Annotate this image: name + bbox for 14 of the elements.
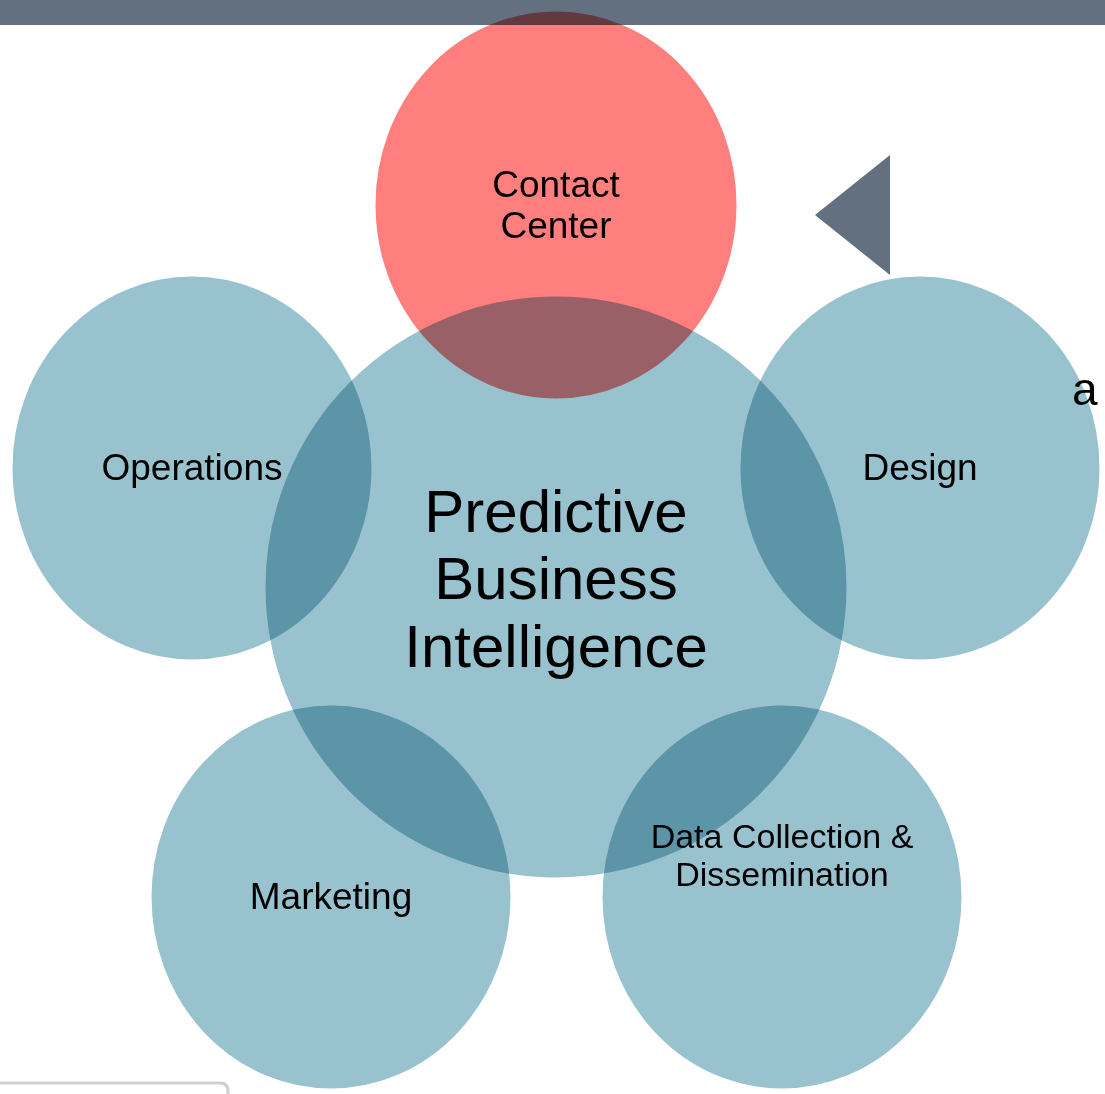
pointer-triangle [815, 155, 890, 275]
circle [599, 702, 965, 1092]
node-label: Contact Center [491, 163, 621, 247]
node-label: Operations [101, 447, 283, 489]
circle [9, 273, 375, 663]
circle [737, 273, 1103, 663]
node-label: Design [862, 447, 978, 489]
top-bar [0, 0, 1105, 25]
circle [372, 8, 740, 402]
text-fragment: a [1072, 362, 1098, 416]
node-label: Predictive Business Intelligence [403, 478, 709, 680]
circle [148, 702, 514, 1092]
node-label: Data Collection & Dissemination [649, 816, 915, 894]
node-label: Marketing [249, 876, 413, 918]
